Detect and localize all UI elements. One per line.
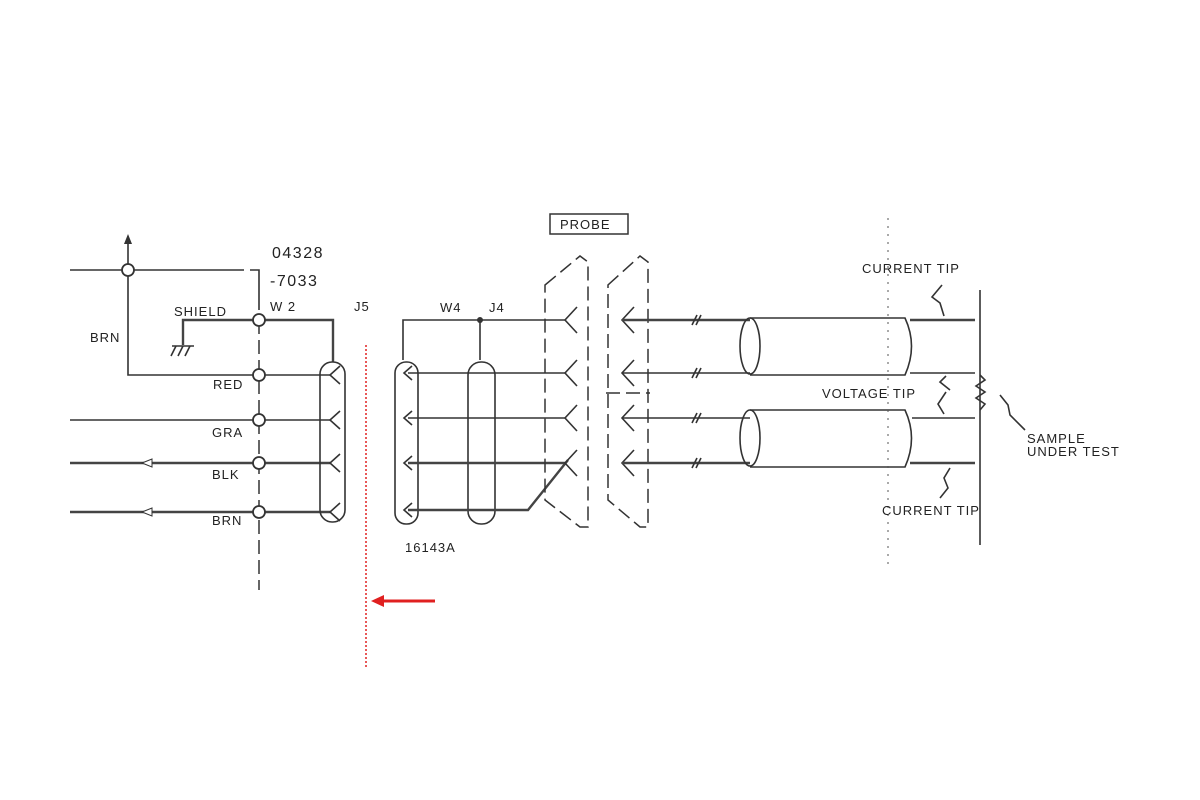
probe-pins [563, 306, 635, 477]
brn-node [252, 505, 266, 519]
arrow-up-icon [124, 234, 132, 244]
arrow-left-icon [140, 458, 153, 468]
part-number-line2: -7033 [270, 273, 318, 290]
j5-label: J5 [354, 299, 370, 314]
sample-label-line1: SAMPLE [1027, 431, 1086, 446]
arrow-left-icon [140, 507, 153, 517]
fixture-part-label: 16143A [405, 540, 456, 555]
current-tip-bottom-label: CURRENT TIP [882, 503, 980, 518]
gra-node [252, 413, 266, 427]
red-node [252, 368, 266, 382]
probe-connector-left [544, 255, 589, 528]
probe-connector-right [607, 255, 649, 528]
red-arrow-icon [371, 595, 435, 607]
shield-label: SHIELD [174, 304, 227, 319]
current-tip-top-label: CURRENT TIP [862, 261, 960, 276]
w2-label: W 2 [270, 299, 296, 314]
brn-left-label: BRN [90, 330, 120, 345]
w4-label: W4 [440, 300, 462, 315]
ground-icon [170, 345, 194, 357]
w2-cable-section [70, 234, 346, 590]
part-number-line1: 04328 [272, 245, 324, 262]
sample-label-line2: UNDER TEST [1027, 444, 1120, 459]
probe-label: PROBE [560, 217, 611, 232]
fixture-16143a [394, 317, 569, 525]
voltage-tip-label: VOLTAGE TIP [822, 386, 916, 401]
gra-label: GRA [212, 425, 243, 440]
blk-label: BLK [212, 467, 240, 482]
j4-label: J4 [489, 300, 505, 315]
blk-node [252, 456, 266, 470]
red-label: RED [213, 377, 243, 392]
shield-node [252, 313, 266, 327]
probe-box [549, 213, 629, 235]
brn-label: BRN [212, 513, 242, 528]
probe-cables [622, 218, 1026, 565]
resistor-icon [974, 374, 987, 411]
j5-pins [328, 365, 341, 522]
j5-connector [319, 361, 346, 523]
